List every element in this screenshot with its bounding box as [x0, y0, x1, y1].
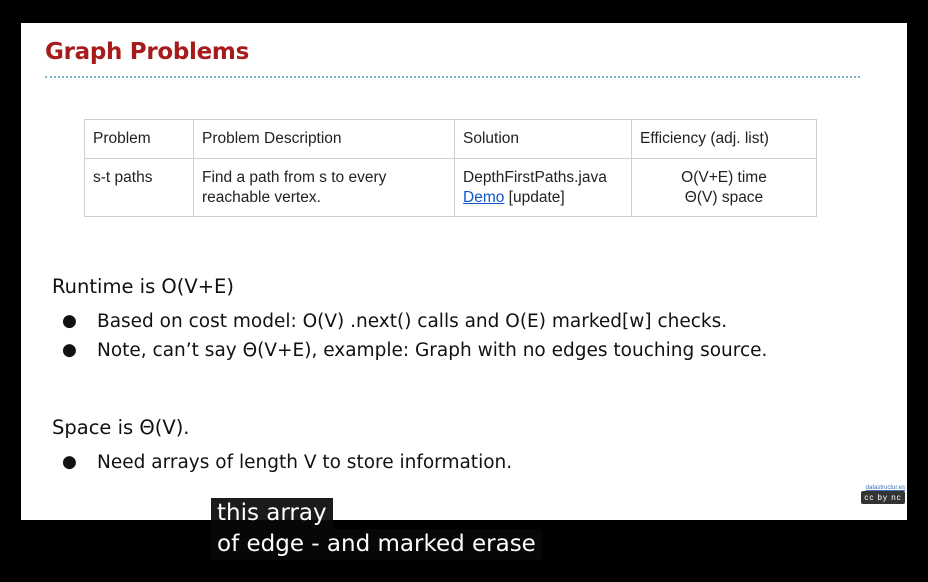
header-problem: Problem [84, 119, 194, 159]
title-divider [45, 76, 860, 78]
header-efficiency: Efficiency (adj. list) [631, 119, 817, 159]
efficiency-time: O(V+E) time [681, 169, 767, 186]
description-line-1: Find a path from s to every [202, 169, 387, 186]
bullet-icon: ● [62, 452, 77, 472]
space-section: Space is Θ(V). ● Need arrays of length V … [52, 416, 512, 477]
description-line-2: reachable vertex. [202, 189, 321, 206]
header-description: Problem Description [193, 119, 455, 159]
list-item: ● Based on cost model: O(V) .next() calls… [52, 307, 767, 336]
bullet-text: Need arrays of length V to store informa… [97, 452, 513, 473]
runtime-heading: Runtime is O(V+E) [52, 275, 234, 298]
solution-filename: DepthFirstPaths.java [463, 169, 607, 186]
cell-efficiency: O(V+E) time Θ(V) space [631, 158, 817, 217]
solution-demo-line: Demo [update] [463, 188, 623, 208]
bullet-icon: ● [62, 311, 77, 331]
space-bullets: ● Need arrays of length V to store inform… [52, 448, 512, 477]
video-captions: this array of edge - and marked erase [211, 498, 542, 560]
header-solution: Solution [454, 119, 632, 159]
license-footer: datastructur.es cc by nc sa [859, 485, 905, 518]
runtime-bullets: ● Based on cost model: O(V) .next() calls… [52, 307, 767, 365]
runtime-section: Runtime is O(V+E) ● Based on cost model: … [52, 275, 767, 365]
demo-link[interactable]: Demo [463, 189, 505, 206]
demo-update-note: [update] [504, 189, 565, 206]
table-header-row: Problem Problem Description Solution Eff… [84, 119, 817, 159]
site-link[interactable]: datastructur.es [865, 485, 905, 491]
bullet-text: Note, can’t say Θ(V+E), example: Graph w… [97, 340, 768, 361]
slide-title: Graph Problems [45, 39, 249, 65]
creative-commons-icon: cc by nc sa [861, 491, 905, 515]
caption-line-2: of edge - and marked erase [211, 529, 542, 560]
slide: Graph Problems Problem Problem Descripti… [21, 23, 907, 520]
caption-line-1: this array [211, 498, 333, 529]
cell-problem: s-t paths [84, 158, 194, 217]
table-row: s-t paths Find a path from s to every re… [84, 158, 817, 217]
list-item: ● Note, can’t say Θ(V+E), example: Graph … [52, 336, 767, 365]
cell-description: Find a path from s to every reachable ve… [193, 158, 455, 217]
space-heading: Space is Θ(V). [52, 416, 190, 439]
bullet-text: Based on cost model: O(V) .next() calls … [97, 311, 728, 332]
cell-solution: DepthFirstPaths.java Demo [update] [454, 158, 632, 217]
bullet-icon: ● [62, 340, 77, 360]
list-item: ● Need arrays of length V to store inform… [52, 448, 512, 477]
graph-problems-table: Problem Problem Description Solution Eff… [84, 119, 817, 217]
efficiency-space: Θ(V) space [684, 189, 764, 206]
